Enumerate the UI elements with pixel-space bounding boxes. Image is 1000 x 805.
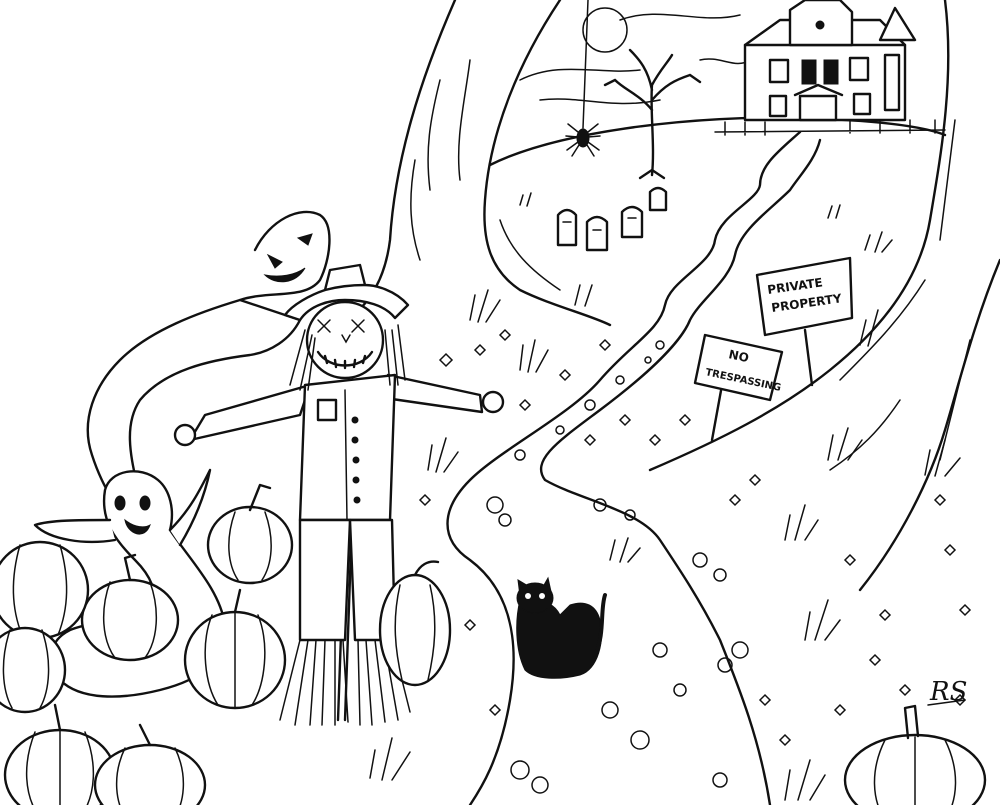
spider (565, 0, 601, 157)
hill-outline (488, 116, 947, 167)
pumpkin-patch (0, 483, 987, 805)
black-cat (516, 576, 607, 679)
pumpkin (80, 553, 180, 662)
moon (582, 7, 628, 53)
haunted-house (743, 0, 917, 122)
grass-tufts (369, 192, 961, 801)
private-property-sign: PRIVATE PROPERTY (755, 256, 854, 387)
pumpkin (0, 626, 67, 714)
tall-ghost (86, 210, 331, 507)
winding-path-right-edge (539, 138, 822, 805)
no-trespassing-sign: NO TRESPASSING (693, 333, 784, 442)
signature-underline (927, 699, 966, 706)
pumpkin (206, 483, 294, 585)
fence (714, 119, 946, 136)
winding-path-left-edge (446, 130, 802, 805)
gravestones (556, 186, 668, 252)
horizon-clouds (519, 13, 751, 105)
pumpkin (843, 704, 987, 805)
right-tree-trunk (648, 0, 1000, 592)
pumpkin (93, 723, 207, 805)
left-tree-bark (410, 59, 561, 291)
dead-tree (603, 48, 702, 177)
pumpkin (0, 540, 90, 640)
pumpkin (378, 560, 452, 687)
path-pebbles (486, 340, 749, 794)
no-trespassing-sign-line-1: NO (727, 347, 750, 365)
right-tree-bark (829, 119, 971, 471)
pumpkin (183, 588, 287, 710)
left-tree-trunk (348, 0, 612, 327)
fallen-leaves (418, 328, 972, 747)
